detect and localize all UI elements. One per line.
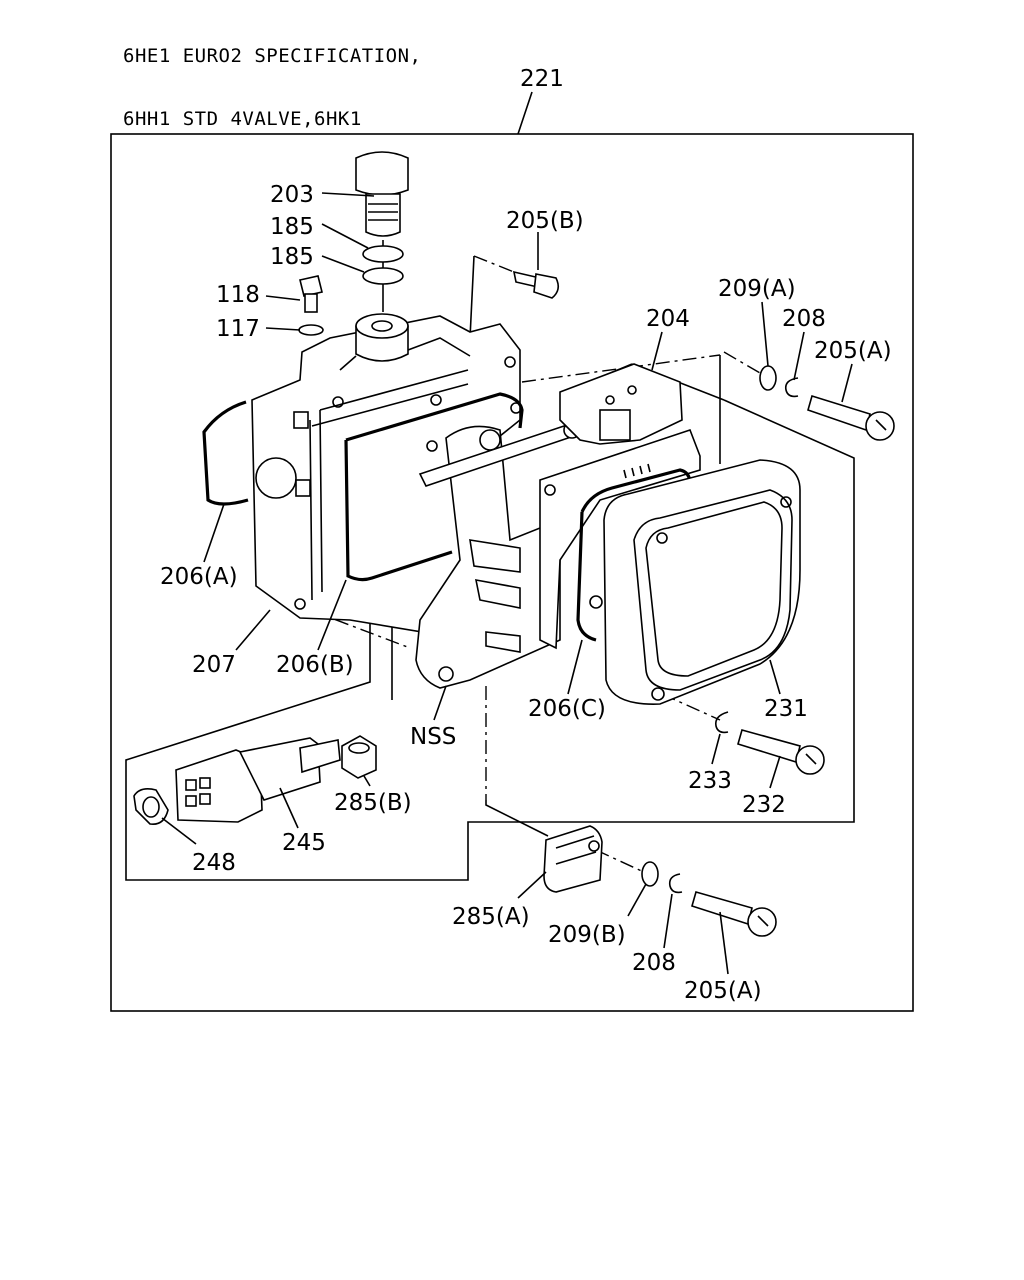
label-nss: NSS	[410, 724, 456, 750]
banjo-bolt-203	[355, 151, 409, 312]
label-231: 231	[764, 696, 808, 722]
washer-185-upper	[362, 245, 404, 263]
label-206b: 206(B)	[276, 652, 354, 678]
diagram-frame	[110, 133, 914, 1012]
washer-209b	[641, 861, 659, 887]
label-285b: 285(B)	[334, 790, 412, 816]
housing-204	[539, 363, 701, 650]
label-208-upper: 208	[782, 306, 826, 332]
screw-118	[299, 275, 323, 313]
cover-231	[603, 459, 801, 705]
leader-221	[517, 91, 533, 135]
label-117: 117	[216, 316, 260, 342]
screw-205b	[512, 270, 560, 299]
label-206a: 206(A)	[160, 564, 238, 590]
label-248: 248	[192, 850, 236, 876]
adapter-plate	[415, 425, 561, 689]
clip-208-upper	[784, 377, 799, 398]
bolt-205a-lower	[691, 891, 777, 937]
header-line-1: 6HE1 EURO2 SPECIFICATION,	[123, 45, 422, 67]
label-205a-upper: 205(A)	[814, 338, 892, 364]
diagram-header: 6HE1 EURO2 SPECIFICATION, 6HH1 STD 4VALV…	[123, 4, 421, 151]
label-221: 221	[520, 66, 564, 92]
center-line-209b	[595, 849, 649, 875]
center-line-209a	[723, 351, 761, 374]
center-line-285a	[485, 800, 549, 837]
label-232: 232	[742, 792, 786, 818]
label-208-lower: 208	[632, 950, 676, 976]
label-245: 245	[282, 830, 326, 856]
header-line-2: 6HH1 STD 4VALVE,6HK1	[123, 108, 362, 130]
center-line-lower	[309, 609, 411, 649]
gasket-206a	[202, 400, 249, 506]
label-209b: 209(B)	[548, 922, 626, 948]
label-185-lower: 185	[270, 244, 314, 270]
label-204: 204	[646, 306, 690, 332]
nut-285b	[341, 735, 377, 779]
label-205b: 205(B)	[506, 208, 584, 234]
gasket-206b	[344, 392, 524, 582]
center-line-205b	[473, 255, 515, 273]
bolt-205a-upper	[807, 394, 895, 441]
center-line-horizontal	[521, 354, 721, 383]
connector-245	[175, 737, 341, 823]
fitting-cap	[339, 313, 471, 371]
label-285a: 285(A)	[452, 904, 530, 930]
bolt-232	[737, 729, 825, 775]
clip-233	[714, 711, 729, 734]
label-209a: 209(A)	[718, 276, 796, 302]
leader-lines	[161, 192, 853, 975]
label-185-upper: 185	[270, 214, 314, 240]
label-207: 207	[192, 652, 236, 678]
label-233: 233	[688, 768, 732, 794]
washer-209a	[759, 365, 777, 391]
label-118: 118	[216, 282, 260, 308]
housing-207	[251, 315, 522, 641]
washer-185-lower	[362, 267, 404, 285]
label-205a-lower: 205(A)	[684, 978, 762, 1004]
washer-117	[298, 324, 324, 336]
subassembly-outline	[125, 399, 855, 881]
bracket-285a	[543, 825, 603, 893]
seal-248	[133, 788, 169, 826]
label-206c: 206(C)	[528, 696, 606, 722]
clip-208-lower	[668, 873, 683, 894]
label-203: 203	[270, 182, 314, 208]
